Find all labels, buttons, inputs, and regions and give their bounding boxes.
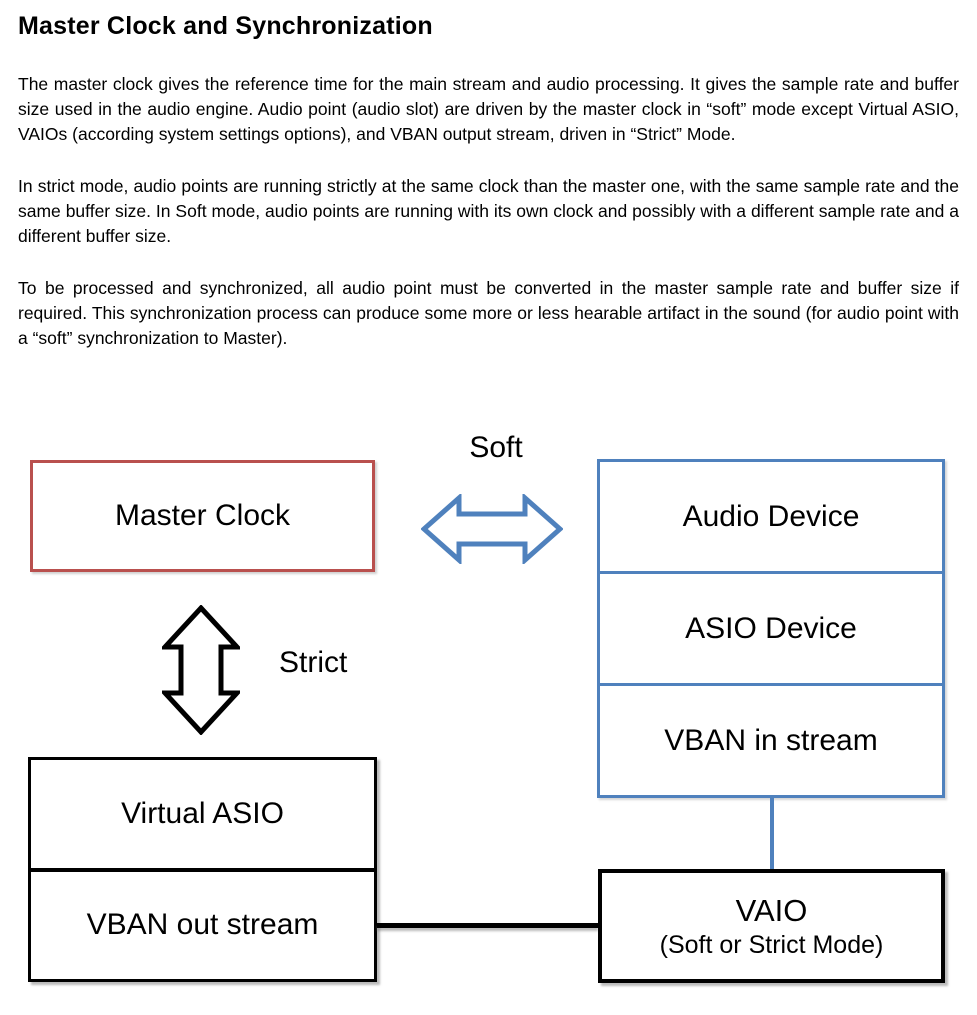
- audio-device-box: Audio Device: [600, 462, 942, 571]
- asio-device-label: ASIO Device: [685, 611, 857, 645]
- clock-sync-diagram: Master Clock Soft Audio Device ASIO Devi…: [0, 425, 977, 1015]
- vban-out-stream-box: VBAN out stream: [31, 867, 374, 980]
- virtual-asio-label: Virtual ASIO: [121, 796, 284, 830]
- output-stack: Virtual ASIO VBAN out stream: [28, 757, 377, 982]
- vban-out-stream-label: VBAN out stream: [86, 908, 319, 942]
- vban-out-to-vaio-connector: [377, 923, 598, 928]
- strict-mode-label: Strict: [279, 646, 348, 679]
- strict-double-arrow-icon: [162, 605, 240, 735]
- page-title: Master Clock and Synchronization: [18, 12, 433, 40]
- soft-double-arrow-icon: [421, 494, 563, 564]
- audio-device-label: Audio Device: [682, 499, 860, 533]
- asio-device-box: ASIO Device: [600, 571, 942, 683]
- soft-mode-label: Soft: [469, 431, 523, 464]
- vaio-label: VAIO: [735, 892, 808, 928]
- paragraph-master-clock-intro: The master clock gives the reference tim…: [18, 74, 959, 144]
- paragraph-strict-vs-soft: In strict mode, audio points are running…: [18, 176, 959, 246]
- document-text: Master Clock and Synchronization The mas…: [18, 10, 959, 378]
- paragraph-synchronization-process: To be processed and synchronized, all au…: [18, 278, 959, 348]
- master-clock-box: Master Clock: [30, 460, 375, 572]
- master-clock-label: Master Clock: [114, 499, 291, 532]
- vban-in-stream-box: VBAN in stream: [600, 683, 942, 795]
- vban-in-stream-label: VBAN in stream: [664, 723, 878, 757]
- vaio-mode-label: (Soft or Strict Mode): [659, 930, 884, 959]
- virtual-asio-box: Virtual ASIO: [31, 760, 374, 868]
- vban-in-to-vaio-connector: [770, 796, 774, 871]
- device-stack: Audio Device ASIO Device VBAN in stream: [597, 459, 945, 798]
- vaio-box: VAIO (Soft or Strict Mode): [598, 869, 945, 983]
